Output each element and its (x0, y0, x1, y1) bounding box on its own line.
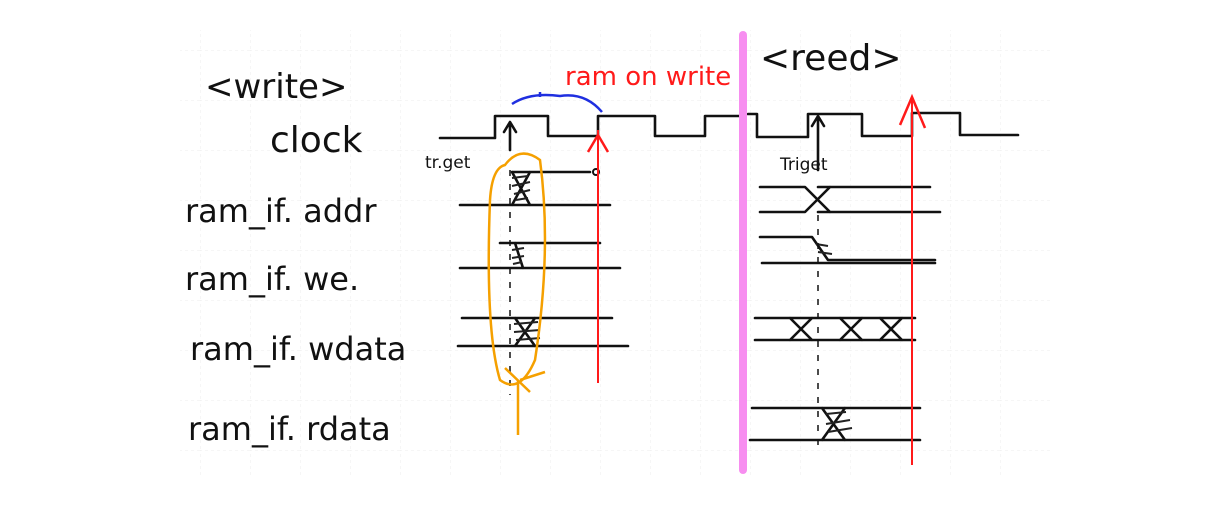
highlight-loop (487, 152, 547, 435)
wdata-waveform-write (456, 316, 630, 348)
trigger-arrow-write (502, 120, 518, 152)
grid-background (180, 30, 1050, 475)
addr-waveform-read (758, 185, 942, 214)
clock-waveform-read (746, 111, 1020, 139)
wdata-label: ram_if. wdata (190, 330, 406, 368)
we-label: ram_if. we. (185, 260, 359, 298)
read-section-title: <reed> (760, 38, 902, 79)
addr-label: ram_if. addr (185, 192, 377, 230)
we-waveform-write (458, 241, 622, 270)
wdata-waveform-read (753, 316, 917, 342)
clock-period-brace (511, 93, 603, 113)
trigger-write-label: tr.get (425, 153, 471, 173)
trigger-arrow-read (810, 114, 826, 172)
write-section-title: <write> (205, 67, 347, 107)
clock-label: clock (270, 120, 363, 161)
trigger-read-label: Triget (779, 155, 828, 175)
rdata-waveform-read (748, 406, 922, 442)
read-edge-marker (898, 93, 927, 465)
clock-waveform-write (438, 114, 747, 140)
addr-waveform-write (458, 168, 612, 207)
ram-write-edge-marker (586, 130, 610, 383)
rdata-label: ram_if. rdata (188, 410, 391, 448)
ram-write-label: ram on write (565, 62, 731, 92)
